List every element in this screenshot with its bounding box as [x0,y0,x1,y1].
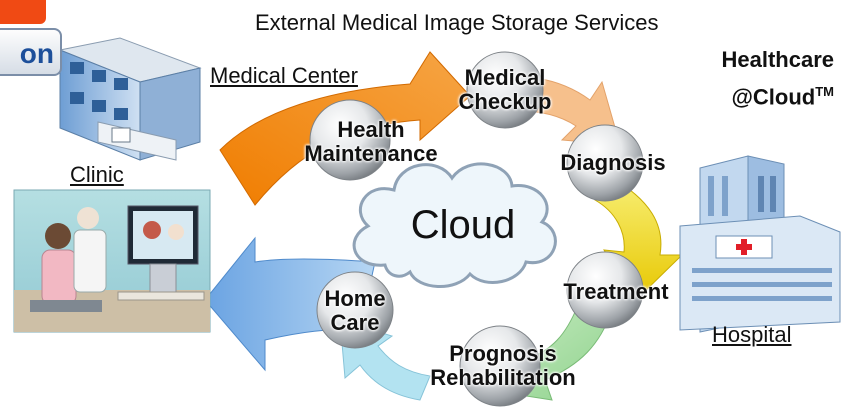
cloud-shape [352,162,557,288]
brand-cloud: @Cloud [731,84,816,110]
brand-line2: @CloudTM [614,76,834,113]
place-hospital: Hospital [712,322,792,347]
cloud-label: Cloud [410,203,516,247]
stage-line: Rehabilitation [430,365,576,390]
stage-line: Prognosis [449,341,557,366]
brand-line1: Healthcare [721,47,834,72]
clinic-building-icon [58,37,202,161]
badge-label: on [19,38,54,69]
brand-tm: TM [815,84,834,99]
stage-line: Maintenance [304,141,438,166]
sphere-treatment [566,251,644,329]
stage-line: Treatment [563,279,669,304]
sphere-diagnosis [566,124,644,202]
place-medical-center: Medical Center [210,63,358,88]
stage-line: Home [324,286,386,311]
stage-home-care: Home Care [300,287,410,335]
sphere-prognosis [459,325,541,407]
badge-accent [0,0,46,24]
stage-diagnosis: Diagnosis [538,151,688,175]
sphere-homecare [316,271,394,349]
stage-medical-checkup: Medical Checkup [440,66,570,114]
stage-line: Medical [464,65,546,90]
brand-block: Healthcare @CloudTM [614,44,834,113]
badge-button[interactable]: on [0,28,62,76]
page-title: External Medical Image Storage Services [255,10,659,35]
stage-treatment: Treatment [538,280,694,304]
place-clinic: Clinic [70,162,124,187]
stage-prognosis-rehabilitation: Prognosis Rehabilitation [408,342,598,390]
hospital-building-icon [679,155,841,333]
telemedicine-illustration [13,189,211,333]
stage-line: Checkup [458,89,552,114]
stage-health-maintenance: Health Maintenance [286,118,456,166]
stage-line: Diagnosis [560,150,666,175]
sphere-health [309,99,391,181]
sphere-checkup [466,51,544,129]
stage-line: Care [330,310,380,335]
stage-line: Health [337,117,405,142]
